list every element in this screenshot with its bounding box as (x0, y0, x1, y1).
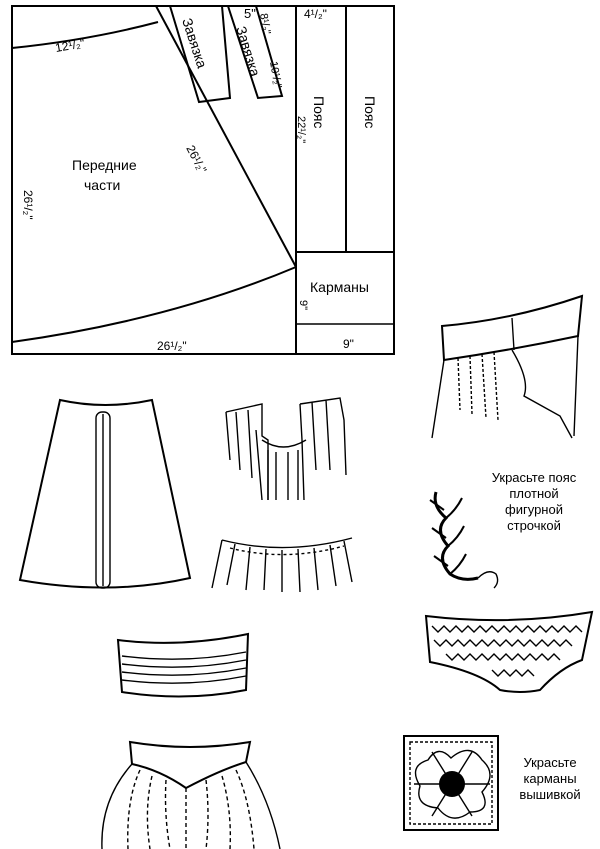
belt-detail-illustration (431, 294, 584, 439)
feather-stitch-illustration (429, 491, 499, 589)
top-arc-measure: 12¹/₂" (54, 36, 86, 55)
pocket-width: 9" (343, 337, 354, 351)
pleats-illustration (225, 397, 347, 501)
belt-note-line1: Украсьте пояс (491, 470, 577, 485)
diagonal-measure: 26¹/₂" (183, 143, 209, 176)
tie1-label: Завязка (179, 16, 210, 70)
pocket-height: 9" (297, 300, 309, 310)
belt-note-line2: плотной (509, 486, 559, 501)
skirt-panel-illustration (18, 398, 192, 589)
belt-note-line4: строчкой (507, 518, 561, 533)
tie2-length-1: 8¹/₂" (257, 12, 272, 35)
tie-strip-1 (168, 5, 232, 104)
belt-decoration-note: Украсьте пояс плотной фигурной строчкой (470, 470, 598, 534)
left-side-measure: 26¹/₂" (21, 190, 35, 220)
belt-width: 4¹/₂" (304, 7, 327, 21)
front-diagonal-edge (155, 5, 297, 268)
waistband-illustration (116, 632, 250, 698)
belt1-label: Пояс (311, 96, 327, 128)
pockets-label: Карманы (310, 279, 369, 295)
tie2-label: Завязка (233, 24, 263, 78)
tie2-length-2: 10¹/₂" (267, 60, 284, 89)
belt-note-line3: фигурной (505, 502, 563, 517)
pocket-note-line3: вышивкой (519, 787, 581, 802)
pocket-note-line1: Украсьте (523, 755, 577, 770)
pattern-layout: Передние части 12¹/₂" 26¹/₂" 26¹/₂" 26¹/… (11, 5, 395, 355)
belt-length: 22¹/₂" (295, 116, 307, 143)
skirt-with-yoke-illustration (101, 740, 281, 849)
tie-strip-2 (226, 5, 284, 100)
pocket-decoration-note: Украсьте карманы вышивкой (504, 755, 596, 803)
front-hem-arc (11, 266, 297, 343)
front-label-2: части (84, 177, 120, 193)
pocket-note-line2: карманы (523, 771, 577, 786)
bottom-measure: 26¹/₂" (157, 339, 187, 353)
embroidered-pocket-illustration (403, 735, 499, 831)
stitched-pleats-illustration (211, 537, 353, 593)
front-label: Передние (72, 157, 137, 173)
front-top-arc (11, 21, 159, 49)
decorated-belt-illustration (424, 610, 594, 693)
belt2-label: Пояс (362, 96, 378, 128)
tie2-width: 5" (244, 6, 256, 21)
